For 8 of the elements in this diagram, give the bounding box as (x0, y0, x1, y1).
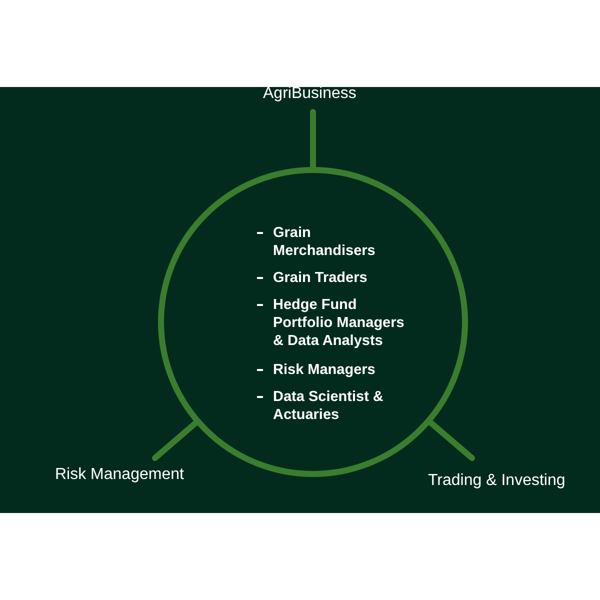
list-item: Hedge Fund Portfolio Managers & Data Analysts (273, 296, 406, 350)
list-item: Grain Traders (273, 269, 368, 287)
category-label: AgriBusiness (263, 84, 356, 104)
category-label: Risk Management (55, 465, 184, 485)
list-item: Risk Managers (273, 361, 376, 379)
list-item: Data Scientist & Actuaries (273, 388, 384, 424)
category-label: Trading & Investing (428, 471, 566, 491)
list-item: Grain Merchandisers (273, 224, 376, 260)
